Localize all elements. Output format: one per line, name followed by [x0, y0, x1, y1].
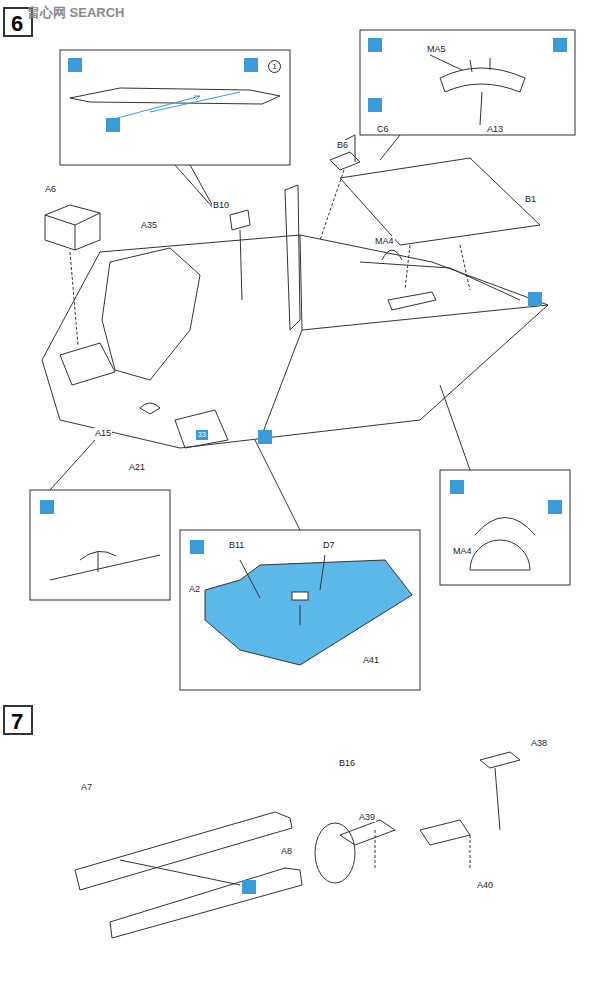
- part-label: A41: [362, 655, 380, 665]
- part-label: B1: [524, 194, 537, 204]
- step-number: 7: [10, 710, 24, 734]
- part-label: MA4: [374, 236, 395, 246]
- part-label: A35: [140, 220, 158, 230]
- part-label: C6: [376, 124, 390, 134]
- part-label: A2: [188, 584, 201, 594]
- part-label: A38: [530, 738, 548, 748]
- part-label: B16: [338, 758, 356, 768]
- part-label: A8: [280, 846, 293, 856]
- part-label: A15: [94, 428, 112, 438]
- part-label: A40: [476, 880, 494, 890]
- watermark: 畠心网 SEARCH: [26, 6, 126, 20]
- part-label: A6: [44, 184, 57, 194]
- part-label: B10: [212, 200, 230, 210]
- part-label: A39: [358, 812, 376, 822]
- part-label: A7: [80, 782, 93, 792]
- step-number: 6: [10, 12, 24, 36]
- part-label: A21: [128, 462, 146, 472]
- part-label: 33: [196, 430, 208, 440]
- part-label: 1: [268, 60, 281, 73]
- part-label: A13: [486, 124, 504, 134]
- part-label: B6: [336, 140, 349, 150]
- part-label: MA5: [426, 44, 447, 54]
- part-label: MA4: [452, 546, 473, 556]
- part-label: D7: [322, 540, 336, 550]
- part-label: B11: [228, 540, 245, 550]
